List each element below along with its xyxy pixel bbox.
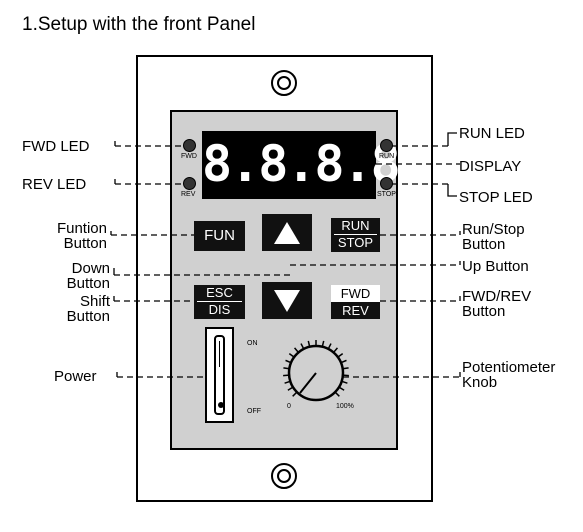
function-button-callout-line2: Button <box>63 235 107 252</box>
pot-knob-callout-line2: Knob <box>462 374 498 391</box>
knob-tick <box>321 340 325 347</box>
up-arrow-icon <box>274 222 300 244</box>
shift-button-callout-line1: Shift <box>79 293 110 310</box>
knob-max-label: 100% <box>336 403 354 410</box>
knob-tick <box>327 343 332 350</box>
power-switch[interactable] <box>205 327 234 423</box>
fwd-led-icon <box>183 139 196 152</box>
display-callout: DISPLAY <box>459 158 522 175</box>
run-stop-top-label: RUN <box>341 218 370 233</box>
fun-button[interactable]: FUN <box>194 221 245 251</box>
rev-led-callout: REV LED <box>22 176 87 193</box>
fwd-rev-button-callout-line2: Button <box>462 303 506 320</box>
shift-button-callout-line2: Button <box>66 308 110 325</box>
power-switch-slot <box>214 335 225 415</box>
run-stop-button-callout-line2: Button <box>462 236 506 253</box>
knob-tick <box>287 386 294 391</box>
knob-tick <box>334 391 340 397</box>
rev-label: REV <box>331 302 380 319</box>
run-stop-button-callout: Run/Stop Button <box>462 222 525 252</box>
knob-tick <box>307 340 311 347</box>
knob-tick <box>300 343 305 350</box>
fwd-led-callout: FWD LED <box>22 138 90 155</box>
bottom-screw-icon <box>271 463 297 489</box>
knob-tick <box>342 367 349 370</box>
power-on-mark <box>219 341 220 367</box>
run-stop-button-callout-line1: Run/Stop <box>462 221 525 238</box>
fwd-label: FWD <box>331 285 380 302</box>
callout-leaders <box>111 145 460 378</box>
up-button[interactable] <box>262 214 312 251</box>
fwd-led-label: FWD <box>181 153 197 160</box>
knob-tick <box>283 367 290 370</box>
power-off-label: OFF <box>247 408 261 415</box>
knob-tick <box>285 359 292 364</box>
up-button-callout: Up Button <box>462 258 529 275</box>
knob-min-label: 0 <box>287 403 291 410</box>
run-stop-bottom-label: STOP <box>337 235 374 250</box>
down-button-callout: Down Button <box>47 261 110 291</box>
run-led-label: RUN <box>379 153 395 160</box>
fwd-rev-button[interactable]: FWD REV <box>331 285 380 319</box>
page-title: 1.Setup with the front Panel <box>22 14 256 35</box>
esc-label: ESC <box>206 285 233 300</box>
knob-tick <box>332 347 339 353</box>
knob-tick <box>340 359 347 364</box>
power-off-mark <box>218 402 224 408</box>
down-button[interactable] <box>262 282 312 319</box>
fwd-rev-button-callout-line1: FWD/REV <box>462 288 532 305</box>
stop-led-label: STOP <box>377 191 396 198</box>
down-button-callout-line2: Button <box>66 275 110 292</box>
esc-dis-button[interactable]: ESC DIS <box>194 285 245 319</box>
knob-tick <box>341 380 348 384</box>
potentiometer-knob-icon[interactable] <box>283 340 349 402</box>
knob-tick <box>337 352 344 358</box>
knob-tick <box>338 386 345 391</box>
function-button-callout: Funtion Button <box>47 221 107 251</box>
function-button-callout-line1: Funtion <box>56 220 107 237</box>
top-screw-icon <box>271 70 297 96</box>
down-button-callout-line1: Down <box>71 260 110 277</box>
power-on-label: ON <box>247 340 258 347</box>
power-callout: Power <box>54 368 97 385</box>
pot-knob-callout-line1: Potentiometer <box>462 359 556 376</box>
run-stop-button[interactable]: RUN STOP <box>331 218 380 252</box>
knob-tick <box>292 391 298 397</box>
pot-knob-callout: Potentiometer Knob <box>462 360 555 390</box>
rev-led-label: REV <box>181 191 196 198</box>
knob-tick <box>288 352 295 358</box>
shift-button-callout: Shift Button <box>47 294 110 324</box>
knob-tick <box>284 380 291 384</box>
stop-led-callout: STOP LED <box>459 189 533 206</box>
down-arrow-icon <box>274 290 300 312</box>
run-led-callout: RUN LED <box>459 125 525 142</box>
dis-label: DIS <box>208 302 231 317</box>
fwd-rev-button-callout: FWD/REV Button <box>462 289 531 319</box>
knob-tick <box>293 347 300 353</box>
rev-led-icon <box>183 177 196 190</box>
